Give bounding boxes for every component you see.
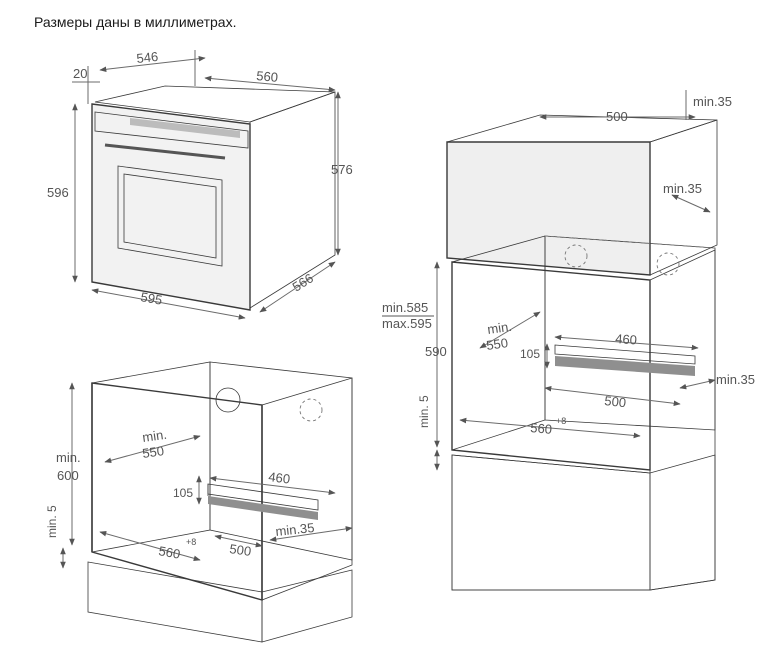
col-min-550-value: 550	[485, 335, 509, 353]
column-cabinet	[434, 90, 718, 591]
page-caption: Размеры даны в миллиметрах.	[34, 14, 237, 30]
uc-min-5: min. 5	[45, 505, 59, 538]
col-dim-460: 460	[615, 331, 638, 347]
col-min-5: min. 5	[417, 395, 431, 428]
uc-dim-105: 105	[173, 486, 193, 500]
oven-dim-576: 576	[331, 162, 353, 177]
uc-dim-500: 500	[229, 541, 253, 559]
uc-dim-560: 560	[157, 543, 181, 562]
oven-dim-595: 595	[139, 289, 163, 308]
uc-dim-460: 460	[268, 469, 291, 487]
col-dim-560: 560	[530, 420, 553, 437]
uc-min-550-value: 550	[141, 443, 165, 461]
col-max-595: max.595	[382, 316, 432, 331]
uc-min-600-value: 600	[57, 468, 79, 483]
oven-dim-566: 566	[290, 270, 316, 294]
col-min-550-label: min.	[486, 319, 512, 337]
oven-dim-560: 560	[256, 68, 279, 85]
col-min-585: min.585	[382, 300, 428, 315]
col-min-35-right: min.35	[716, 372, 755, 387]
oven-dim-596: 596	[47, 185, 69, 200]
oven-dim-20: 20	[73, 66, 87, 81]
oven-drawing	[72, 50, 341, 320]
col-dim-500-bottom: 500	[604, 393, 627, 410]
uc-min-550-label: min.	[141, 427, 167, 445]
under-counter-cabinet	[60, 361, 353, 643]
col-dim-105: 105	[520, 347, 540, 361]
col-min-35-top: min.35	[693, 94, 732, 109]
col-min-35-side: min.35	[663, 181, 702, 196]
col-dim-590: 590	[425, 344, 447, 359]
col-dim-500-top: 500	[606, 109, 628, 124]
col-dim-560-tolerance: +8	[556, 416, 566, 426]
uc-min-35: min.35	[275, 520, 315, 539]
oven-dim-546: 546	[136, 49, 159, 66]
uc-min-600-label: min.	[56, 450, 81, 465]
uc-dim-560-tolerance: +8	[186, 537, 196, 547]
